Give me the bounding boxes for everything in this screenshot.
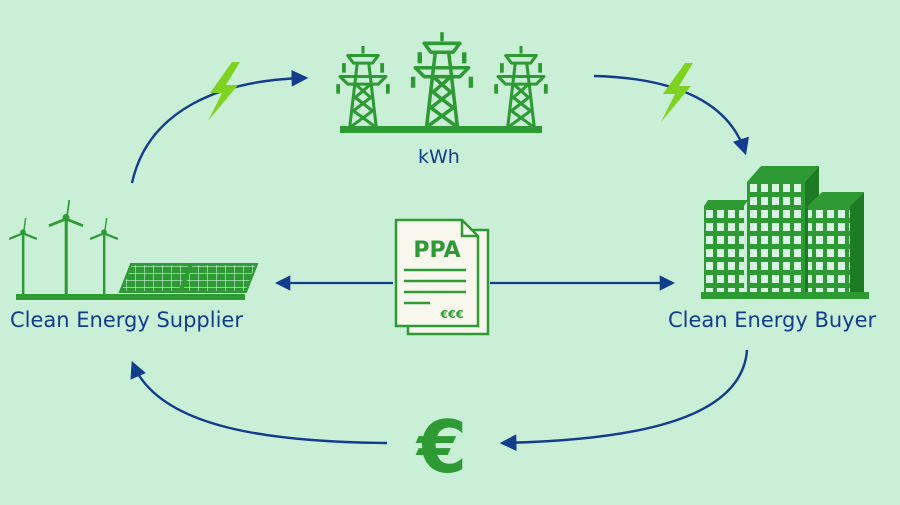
transmission-towers-icon [334,32,550,133]
energy-unit-label: kWh [418,146,460,168]
buyer-label: Clean Energy Buyer [668,308,877,332]
ppa-document-icon: PPA €€€ [394,218,490,336]
payment-flow-arrow-left [130,360,388,445]
payment-flow-arrow-right [499,349,749,452]
ppa-price-marks: €€€ [440,308,464,321]
supplier-ground [16,294,245,300]
supplier-label: Clean Energy Supplier [10,308,243,332]
euro-icon: € [415,405,467,489]
ppa-title: PPA [413,238,460,263]
lightning-icon [208,62,240,121]
solar-panels-icon [118,263,259,293]
energy-flow-arrow-down [593,74,749,156]
wind-turbines-icon [8,200,119,295]
office-buildings-icon [701,166,869,299]
lightning-icon [661,63,693,122]
energy-flow-arrow-up [130,69,309,184]
